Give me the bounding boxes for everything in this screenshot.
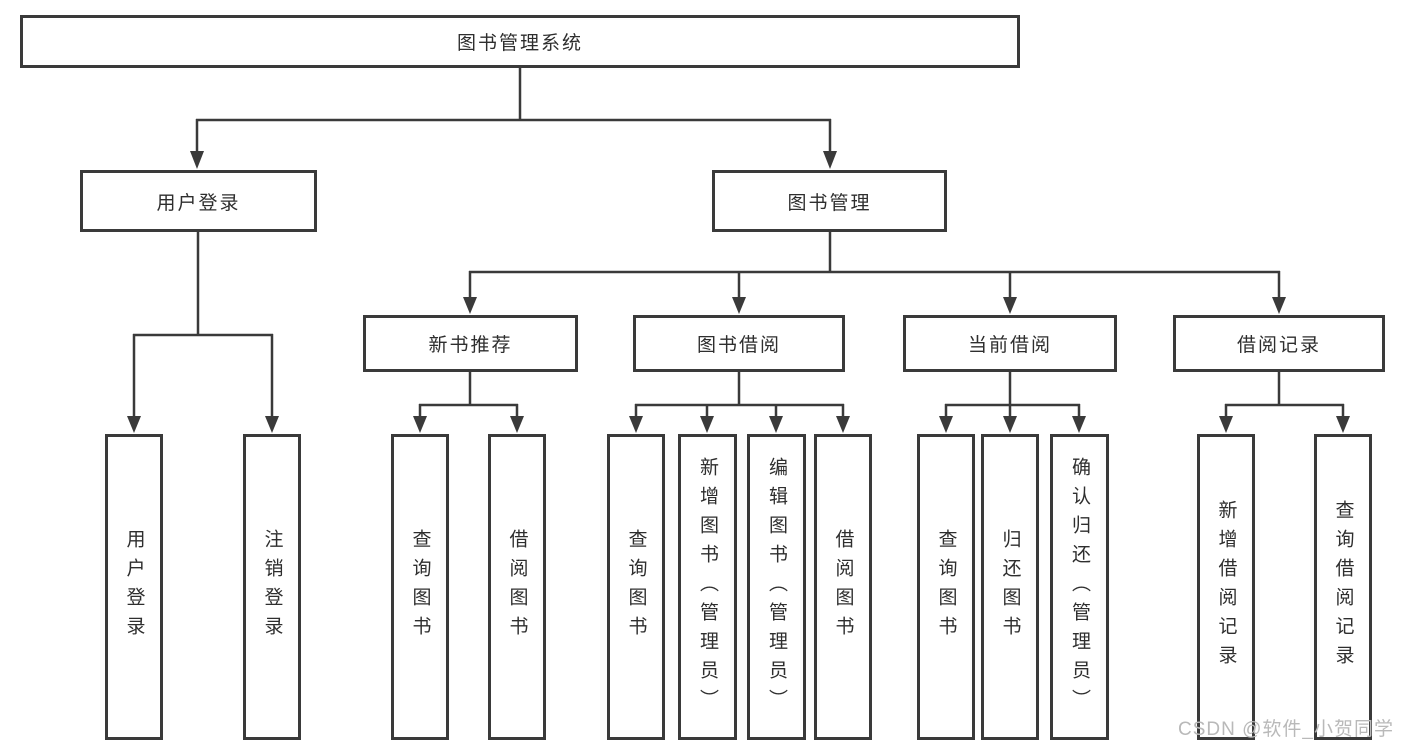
connector-current-borrow-children <box>939 372 1086 433</box>
node-current-borrow-label: 当前借阅 <box>967 335 1052 356</box>
node-user-login: 用户登录 <box>80 170 317 232</box>
leaf-logout: 注销登录 <box>243 434 301 740</box>
leaf-current-query-label: 查询图书 <box>935 529 957 645</box>
node-book-management-label: 图书管理 <box>787 192 872 214</box>
node-borrow-record-label: 借阅记录 <box>1236 335 1321 356</box>
leaf-current-return: 归还图书 <box>981 434 1039 740</box>
leaf-current-return-label: 归还图书 <box>999 529 1021 645</box>
node-book-borrow: 图书借阅 <box>633 315 845 372</box>
leaf-borrow-book: 借阅图书 <box>814 434 872 740</box>
leaf-current-confirm-admin: 确认归还（管理员） <box>1050 434 1109 740</box>
leaf-newbook-borrow-label: 借阅图书 <box>506 529 528 645</box>
connector-book-management-to-level3 <box>463 232 1286 314</box>
leaf-record-add: 新增借阅记录 <box>1197 434 1255 740</box>
leaf-borrow-add-admin-label: 新增图书（管理员） <box>697 456 718 718</box>
leaf-borrow-query-label: 查询图书 <box>625 529 647 645</box>
leaf-borrow-edit-admin: 编辑图书（管理员） <box>747 434 806 740</box>
leaf-record-query: 查询借阅记录 <box>1314 434 1372 740</box>
node-new-book-recommend: 新书推荐 <box>363 315 578 372</box>
node-root-system-label: 图书管理系统 <box>456 33 583 54</box>
leaf-logout-label: 注销登录 <box>261 529 283 645</box>
connector-new-book-children <box>413 372 524 433</box>
connector-root-to-level2 <box>190 68 837 169</box>
leaf-borrow-query: 查询图书 <box>607 434 665 740</box>
leaf-record-query-label: 查询借阅记录 <box>1332 500 1354 674</box>
leaf-current-query: 查询图书 <box>917 434 975 740</box>
node-book-management: 图书管理 <box>712 170 947 232</box>
node-root-system: 图书管理系统 <box>20 15 1020 68</box>
connector-user-login-children <box>127 232 279 433</box>
leaf-newbook-query-label: 查询图书 <box>409 529 431 645</box>
leaf-borrow-edit-admin-label: 编辑图书（管理员） <box>766 456 787 718</box>
node-new-book-recommend-label: 新书推荐 <box>428 335 513 356</box>
leaf-current-confirm-admin-label: 确认归还（管理员） <box>1069 456 1090 718</box>
leaf-newbook-query: 查询图书 <box>391 434 449 740</box>
connector-borrow-record-children <box>1219 372 1350 433</box>
leaf-record-add-label: 新增借阅记录 <box>1215 500 1237 674</box>
leaf-borrow-add-admin: 新增图书（管理员） <box>678 434 737 740</box>
connector-book-borrow-children <box>629 372 850 433</box>
node-current-borrow: 当前借阅 <box>903 315 1117 372</box>
leaf-borrow-book-label: 借阅图书 <box>832 529 854 645</box>
leaf-user-login-label: 用户登录 <box>123 529 145 645</box>
node-borrow-record: 借阅记录 <box>1173 315 1385 372</box>
node-user-login-label: 用户登录 <box>156 192 241 214</box>
csdn-watermark: CSDN @软件_小贺同学 <box>1178 719 1394 740</box>
leaf-newbook-borrow: 借阅图书 <box>488 434 546 740</box>
node-book-borrow-label: 图书借阅 <box>696 335 781 356</box>
leaf-user-login: 用户登录 <box>105 434 163 740</box>
